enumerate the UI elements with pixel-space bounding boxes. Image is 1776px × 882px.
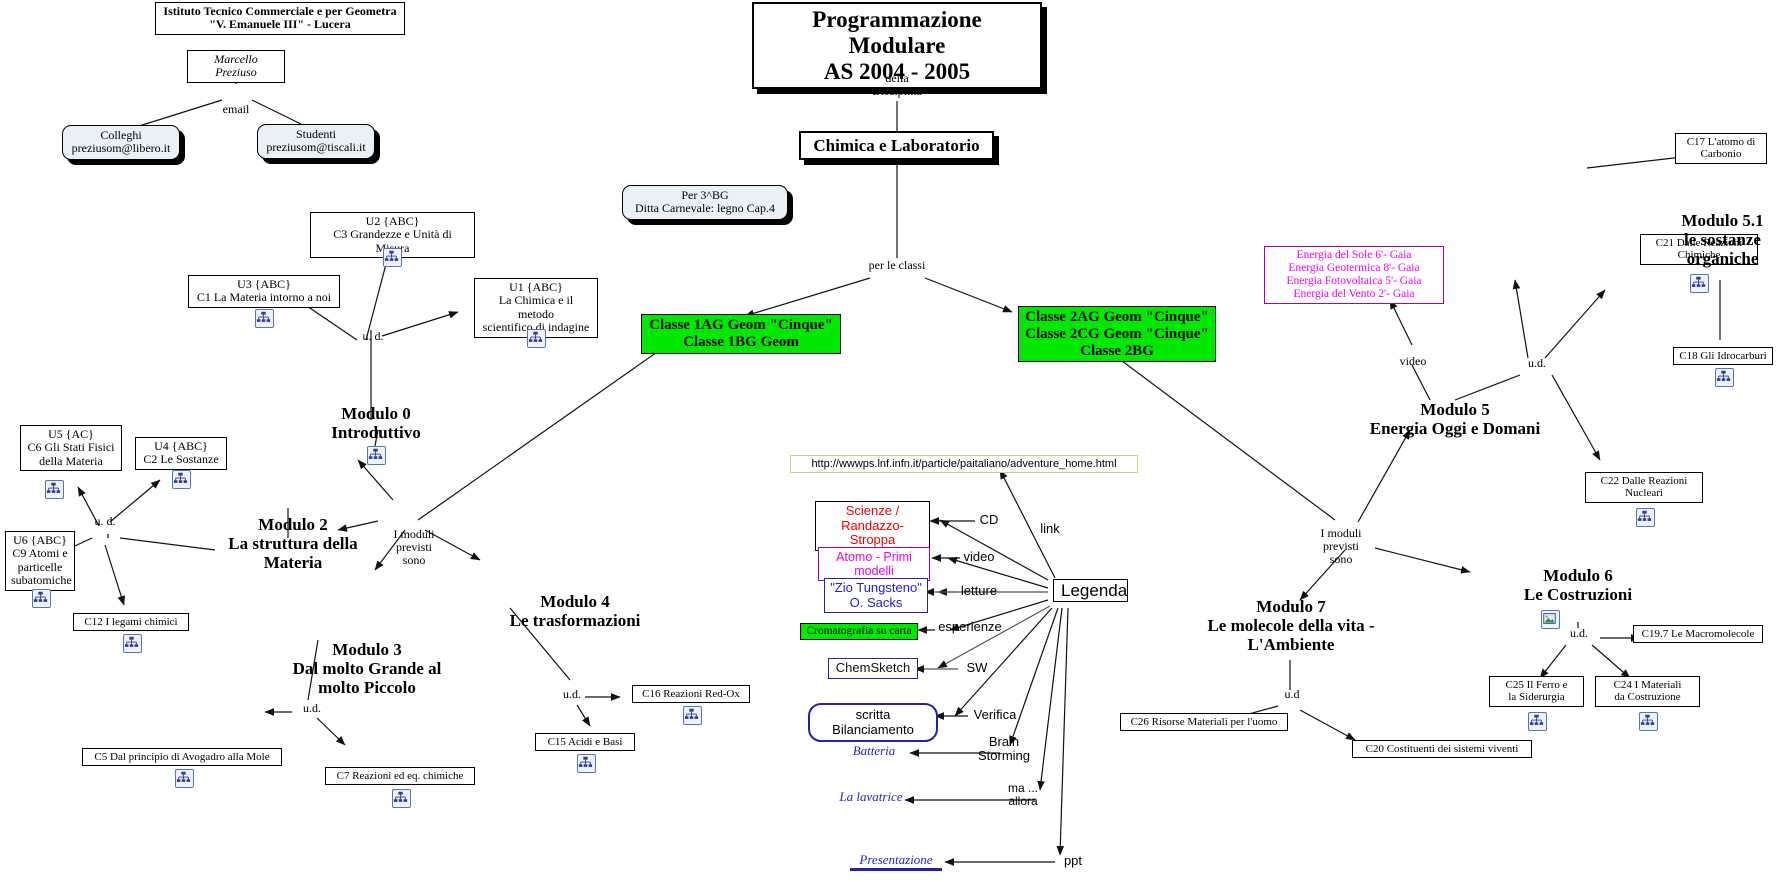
author-box: Marcello Preziuso — [187, 50, 285, 83]
moduli-previsti-left-label: I moduli previsti sono — [393, 527, 435, 568]
picture-icon[interactable] — [1541, 610, 1560, 629]
page-title: Programmazione Modulare AS 2004 - 2005 — [752, 2, 1042, 90]
submap-tree-icon[interactable] — [527, 329, 546, 348]
concept-c7-box[interactable]: C7 Reazioni ed eq. chimiche — [325, 767, 475, 786]
module-5-1-label[interactable]: Modulo 5.1 le sostanze organiche — [1681, 211, 1764, 269]
module-3-label[interactable]: Modulo 3 Dal molto Grande al molto Picco… — [292, 640, 442, 698]
energy-videos-box[interactable]: Energia del Sole 6'- Gaia Energia Geoter… — [1264, 246, 1444, 304]
legend-verifica-item[interactable]: scritta Bilanciamento — [808, 703, 938, 743]
submap-tree-icon[interactable] — [172, 470, 191, 489]
submap-tree-icon[interactable] — [32, 589, 51, 608]
legend-esperienze-item[interactable]: Cromatografia su carta — [800, 623, 918, 640]
brain-storming-edge-label: Brain Storming — [977, 734, 1031, 764]
submap-tree-icon[interactable] — [577, 754, 596, 773]
letture-edge-label: letture — [960, 583, 998, 598]
link-edge-label: link — [1040, 521, 1060, 536]
legend-letture-item[interactable]: "Zio Tungsteno" O. Sacks — [824, 578, 928, 614]
verifica-edge-label: Verifica — [973, 707, 1017, 722]
module-7-label[interactable]: Modulo 7 Le molecole della vita - L'Ambi… — [1207, 597, 1375, 655]
concept-c15-box[interactable]: C15 Acidi e Basi — [535, 733, 635, 752]
ud-modulo2-label: u. d. — [94, 514, 116, 528]
legenda-hub[interactable]: Legenda — [1053, 579, 1128, 603]
unit-u6-box[interactable]: U6 {ABC} C9 Atomi e particelle subatomic… — [5, 531, 75, 591]
submap-tree-icon[interactable] — [123, 634, 142, 653]
submap-tree-icon[interactable] — [175, 769, 194, 788]
ud-modulo4-label: u.d. — [563, 687, 581, 701]
submap-tree-icon[interactable] — [45, 480, 64, 499]
ud-modulo0-label: u. d. — [362, 329, 384, 343]
legend-ma-allora-item[interactable]: La lavatrice — [839, 789, 903, 804]
concept-c17-box[interactable]: C17 L'atomo di Carbonio — [1675, 133, 1767, 164]
concept-c16-box[interactable]: C16 Reazioni Red-Ox — [632, 685, 750, 704]
ud-modulo5-label: u.d. — [1528, 356, 1546, 370]
institute-header: Istituto Tecnico Commerciale e per Geome… — [155, 2, 405, 35]
submap-tree-icon[interactable] — [367, 446, 386, 465]
ma-allora-edge-label: ma ... allora — [1007, 781, 1038, 809]
discipline-box: Chimica e Laboratorio — [799, 131, 994, 161]
video-modulo5-label: video — [1399, 354, 1427, 368]
class-box-1[interactable]: Classe 1AG Geom "Cinque" Classe 1BG Geom — [641, 314, 841, 354]
submap-tree-icon[interactable] — [255, 309, 274, 328]
submap-tree-icon[interactable] — [1690, 274, 1709, 293]
submap-tree-icon[interactable] — [392, 789, 411, 808]
concept-c24-box[interactable]: C24 I Materiali da Costruzione — [1595, 676, 1700, 707]
module-0-label[interactable]: Modulo 0 Introduttivo — [331, 404, 421, 443]
email-edge-label: email — [222, 102, 250, 116]
module-5-label[interactable]: Modulo 5 Energia Oggi e Domani — [1369, 400, 1541, 439]
legend-sw-item[interactable]: ChemSketch — [828, 658, 918, 679]
colleghi-box[interactable]: Colleghi preziusom@libero.it — [62, 125, 180, 160]
ud-modulo6-label: u.d. — [1570, 626, 1588, 640]
submap-tree-icon[interactable] — [1639, 712, 1658, 731]
concept-c22-box[interactable]: C22 Dalle Reazioni Nucleari — [1585, 472, 1703, 503]
concept-c26-box[interactable]: C26 Risorse Materiali per l'uomo — [1120, 713, 1288, 732]
concept-c18-box[interactable]: C18 Gli Idrocarburi — [1673, 347, 1773, 366]
submap-tree-icon[interactable] — [383, 248, 402, 267]
concept-c12-box[interactable]: C12 I legami chimici — [73, 613, 189, 632]
submap-tree-icon[interactable] — [1636, 508, 1655, 527]
submap-tree-icon[interactable] — [1715, 368, 1734, 387]
nota-3bg-box[interactable]: Per 3^BG Ditta Carnevale: legno Cap.4 — [622, 185, 788, 220]
per-le-classi-label: per le classi — [868, 258, 926, 272]
della-disciplina-label: della Disciplina — [872, 71, 922, 99]
submap-tree-icon[interactable] — [1528, 712, 1547, 731]
ppt-edge-label: ppt — [1063, 853, 1083, 868]
ud-modulo3-label: u.d. — [303, 701, 321, 715]
unit-u2-box[interactable]: U2 {ABC} C3 Grandezze e Unità di Misura — [310, 212, 475, 259]
concept-c25-box[interactable]: C25 Il Ferro e la Siderurgia — [1489, 676, 1584, 707]
class-box-2[interactable]: Classe 2AG Geom "Cinque" Classe 2CG Geom… — [1018, 306, 1216, 363]
sw-edge-label: SW — [966, 660, 988, 675]
concept-c21-box[interactable]: C21 Dalle Reazioni Chimiche — [1640, 234, 1758, 265]
legend-url-box[interactable]: http://wwwps.lnf.infn.it/particle/paital… — [790, 455, 1138, 474]
module-2-label[interactable]: Modulo 2 La struttura della Materia — [228, 515, 358, 573]
legend-brainstorming-item[interactable]: Batteria — [852, 743, 896, 758]
moduli-previsti-right-label: I moduli previsti sono — [1320, 526, 1362, 567]
unit-u4-box[interactable]: U4 {ABC} C2 Le Sostanze — [135, 437, 227, 470]
module-6-label[interactable]: Modulo 6 Le Costruzioni — [1523, 566, 1633, 605]
legend-presentazione-item[interactable]: Presentazione — [850, 852, 942, 871]
studenti-box[interactable]: Studenti preziusom@tiscali.it — [257, 124, 375, 159]
concept-c5-box[interactable]: C5 Dal principio di Avogadro alla Mole — [82, 748, 282, 767]
unit-u5-box[interactable]: U5 {AC} C6 Gli Stati Fisici della Materi… — [20, 425, 122, 472]
legend-video-item[interactable]: Atomo - Primi modelli — [818, 547, 930, 581]
ud-modulo7-label: u.d — [1284, 687, 1300, 701]
concept-c19-7-box[interactable]: C19.7 Le Macromolecole — [1633, 625, 1763, 644]
concept-c20-box[interactable]: C20 Costituenti dei sistemi viventi — [1352, 740, 1532, 759]
module-4-label[interactable]: Modulo 4 Le trasformazioni — [509, 592, 641, 631]
esperienze-edge-label: esperienze — [938, 619, 1002, 634]
video-edge-label: video — [963, 549, 995, 564]
cd-edge-label: CD — [979, 512, 999, 527]
legend-cd-item[interactable]: Scienze / Randazzo-Stroppa — [815, 501, 930, 551]
unit-u3-box[interactable]: U3 {ABC} C1 La Materia intorno a noi — [188, 275, 340, 308]
submap-tree-icon[interactable] — [683, 706, 702, 725]
